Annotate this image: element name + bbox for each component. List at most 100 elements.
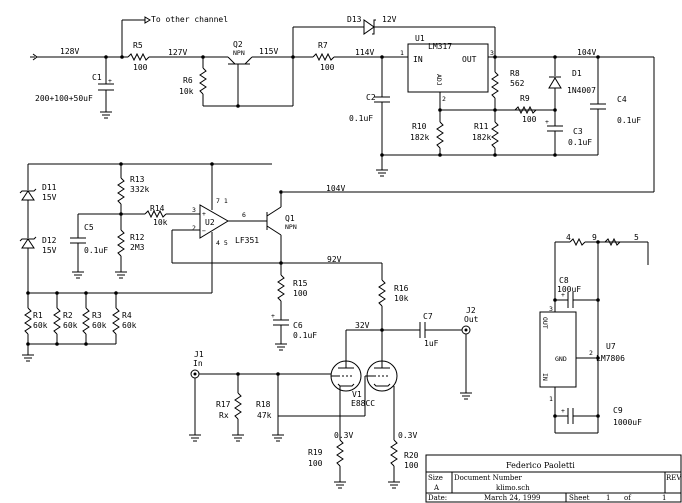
u7-out-label: OUT [541,317,549,329]
r16-value: 10k [394,294,409,303]
c9-value: 1000uF [613,418,642,427]
ground-symbol [115,271,127,279]
r7-value: 100 [320,63,335,72]
r13-value: 332k [130,185,149,194]
zener-d12: D12 15V [19,236,57,293]
r1-value: 60k [33,321,48,330]
svg-text:+: + [561,407,565,415]
d12-value: 15V [42,246,57,255]
ground-symbol [272,434,284,442]
supply-input: 128V [30,47,128,84]
r10-value: 182k [410,133,429,142]
ground-symbol [189,434,201,442]
net-32v: 32V [355,321,370,330]
sheet-label: Sheet [569,494,590,502]
sheet-value: 1 [606,494,610,502]
capacitor-c5: C5 0.1uF [70,213,121,272]
r18-ref: R18 [256,400,271,409]
r4-value: 60k [122,321,137,330]
pin4-label: 4 [566,233,571,242]
d11-value: 15V [42,193,57,202]
capacitor-c2: C2 0.1uF [349,57,390,170]
j2-ref: J2 [466,306,476,315]
r9-value: 100 [522,115,537,124]
r8-value: 562 [510,79,525,88]
opamp-u2: + − U2 LF351 3 2 7 1 4 5 6 [192,164,267,293]
regulator-u1: U1 LM317 IN OUT ADJ 1 3 2 [400,34,654,110]
docnum-value: klimo.sch [496,484,530,492]
u2-value: LF351 [235,236,259,245]
ground-symbol [334,481,346,489]
u2-pin6: 6 [242,211,246,219]
r3-value: 60k [92,321,107,330]
capacitor-c4: C4 0.1uF [590,57,641,155]
r15-value: 100 [293,289,308,298]
r19-value: 100 [308,459,323,468]
of-label: of [624,494,632,502]
u1-in-label: IN [413,55,423,64]
transistor-q1: Q1 NPN [266,192,297,263]
r10-ref: R10 [412,122,427,131]
c7-value: 1uF [424,339,439,348]
output-jack-j2[interactable]: J2 Out [461,306,479,393]
v1-value: E88CC [351,399,375,408]
resistor-r10: R10 182k [410,110,444,155]
c8-value: 100uF [557,285,581,294]
j1-ref: J1 [194,350,204,359]
resistor-r4: R4 60k [112,293,137,344]
u7-pin1: 1 [549,395,553,403]
heater-connector: 4 9 5 [554,233,649,433]
r17-value: Rx [219,411,229,420]
capacitor-c8: + C8 100uF [555,276,598,308]
ground-symbol [460,392,472,400]
svg-text:+: + [561,291,565,299]
resistor-r8: R8 562 [491,57,525,110]
u2-pin2: 2 [192,224,196,232]
r12-value: 2M3 [130,243,145,252]
svg-text:−: − [202,227,206,235]
size-label: Size [428,474,443,482]
c7-ref: C7 [423,312,433,321]
rev-label: REV [666,474,682,482]
resistor-r2: R2 60k [53,293,78,344]
r14-ref: R14 [150,204,165,213]
svg-text:+: + [271,312,275,320]
r9-ref: R9 [520,94,530,103]
u1-out-label: OUT [462,55,477,64]
net-104v-top: 104V [577,48,596,57]
date-value: March 24, 1999 [484,494,541,502]
regulator-u7: OUT GND IN U7 LM7806 3 2 1 [539,305,625,433]
u1-value: LM317 [428,42,452,51]
ground-symbol [275,343,287,351]
r5-value: 100 [133,63,148,72]
c5-value: 0.1uF [84,246,108,255]
to-other-channel: To other channel [121,15,228,57]
input-jack-j1[interactable]: J1 In [190,350,204,435]
net-92v: 92V [327,255,342,264]
resistor-r12: R12 2M3 [117,223,145,272]
c1-ref: C1 [92,73,102,82]
size-value: A [433,484,440,492]
c3-value: 0.1uF [568,138,592,147]
resistor-r3: R3 60k [82,293,107,344]
u2-pin3: 3 [192,206,196,214]
c1-value: 200+100+50uF [35,94,93,103]
r6-value: 10k [179,87,194,96]
resistor-r11: R11 182k [472,110,499,155]
d13-value: 12V [382,15,397,24]
d1-ref: D1 [572,69,582,78]
pin5-label: 5 [634,233,639,242]
r8-ref: R8 [510,69,520,78]
zener-d13: D13 12V [292,15,495,57]
title-block: Federico Paoletti Size A Document Number… [425,454,682,503]
svg-text:+: + [545,118,549,126]
diode-d1: D1 1N4007 [548,57,596,126]
d1-value: 1N4007 [567,86,596,95]
c8-ref: C8 [559,276,569,285]
author: Federico Paoletti [506,461,575,470]
net-104v-mid: 104V [326,184,345,193]
u1-adj-label: ADJ [435,74,443,86]
date-label: Date: [428,494,447,502]
j2-value: Out [464,315,479,324]
u2-pin71: 7 1 [216,197,228,205]
